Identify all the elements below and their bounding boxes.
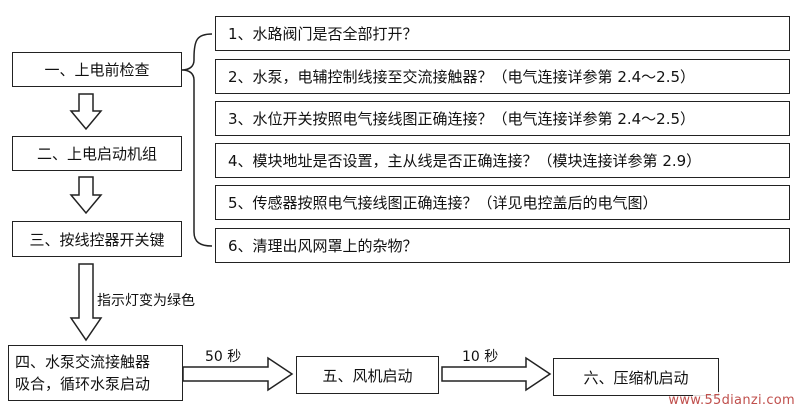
watermark-backdrop	[693, 392, 801, 410]
step-press-key: 三、按线控器开关键	[12, 221, 182, 257]
checklist-item-text: 1、水路阀门是否全部打开？	[228, 25, 418, 43]
step-compressor-start-label: 六、压缩机启动	[583, 368, 689, 387]
arrow-right-2	[441, 356, 552, 392]
checklist-item: 6、清理出风网罩上的杂物？	[215, 228, 790, 263]
delay-fan-label: 50 秒	[205, 349, 242, 365]
step-compressor-start: 六、压缩机启动	[553, 358, 719, 396]
watermark-text: www.55dianzi.com	[668, 393, 795, 408]
indicator-label: 指示灯变为绿色	[97, 293, 195, 309]
step-pump-contactor: 四、水泵交流接触器 吸合，循环水泵启动	[8, 345, 183, 401]
step-fan-start: 五、风机启动	[296, 356, 439, 394]
checklist-brace	[181, 33, 213, 247]
checklist-item: 1、水路阀门是否全部打开？	[215, 16, 790, 51]
checklist-item: 2、水泵，电辅控制线接至交流接触器？（电气连接详参第 2.4～2.5）	[215, 59, 790, 94]
step-pump-contactor-line1: 四、水泵交流接触器	[15, 353, 151, 371]
checklist-item: 4、模块地址是否设置，主从线是否正确连接？（模块连接详参第 2.9）	[215, 143, 790, 178]
step-fan-start-label: 五、风机启动	[322, 366, 413, 385]
arrow-down-1	[69, 93, 103, 131]
step-press-key-label: 三、按线控器开关键	[29, 230, 165, 249]
step-pre-check-label: 一、上电前检查	[44, 61, 150, 79]
step-power-on-label: 二、上电启动机组	[36, 145, 157, 163]
checklist-item-text: 5、传感器按照电气接线图正确连接？（详见电控盖后的电气图）	[228, 194, 658, 212]
checklist-item-text: 2、水泵，电辅控制线接至交流接触器？（电气连接详参第 2.4～2.5）	[228, 68, 696, 86]
step-pump-contactor-line2: 吸合，循环水泵启动	[15, 375, 151, 393]
checklist-item: 5、传感器按照电气接线图正确连接？（详见电控盖后的电气图）	[215, 185, 790, 220]
arrow-down-3	[69, 263, 103, 342]
step-pre-check: 一、上电前检查	[12, 52, 182, 87]
checklist-item-text: 4、模块地址是否设置，主从线是否正确连接？（模块连接详参第 2.9）	[228, 152, 702, 170]
delay-compressor-label: 10 秒	[462, 349, 499, 365]
checklist-item: 3、水位开关按照电气接线图正确连接？（电气连接详参第 2.4～2.5）	[215, 101, 790, 136]
step-power-on: 二、上电启动机组	[12, 136, 182, 171]
checklist-item-text: 3、水位开关按照电气接线图正确连接？（电气连接详参第 2.4～2.5）	[228, 110, 696, 128]
checklist-item-text: 6、清理出风网罩上的杂物？	[228, 237, 418, 255]
arrow-down-2	[69, 176, 103, 215]
arrow-right-1	[182, 356, 294, 392]
